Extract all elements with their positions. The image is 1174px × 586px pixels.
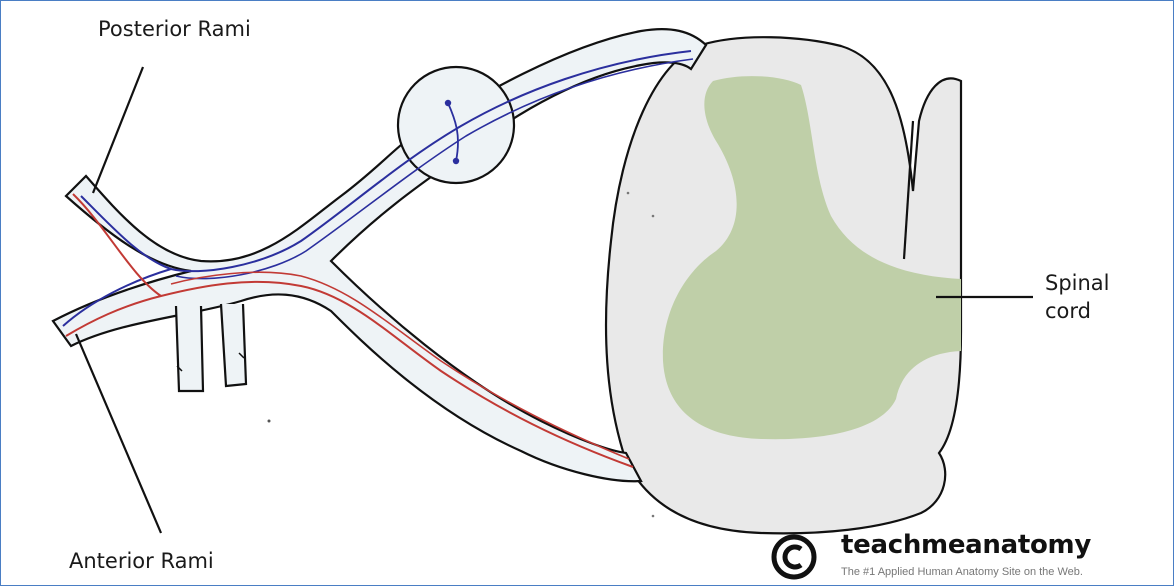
speck xyxy=(268,420,271,423)
posterior-rami-pointer xyxy=(93,67,143,193)
ramus-communicans-right xyxy=(221,304,246,386)
anterior-rami-label: Anterior Rami xyxy=(69,547,214,575)
brand-name: teachmeanatomy xyxy=(841,530,1091,560)
spinal-cord-label: Spinal cord xyxy=(1045,269,1110,326)
ganglion-dot-upper xyxy=(445,100,451,106)
teachmeanatomy-branding: teachmeanatomy The #1 Applied Human Anat… xyxy=(766,528,1166,584)
speck xyxy=(652,215,655,218)
spinal-cord-label-line2: cord xyxy=(1045,297,1110,325)
posterior-rami-label: Posterior Rami xyxy=(98,15,251,43)
brand-tagline: The #1 Applied Human Anatomy Site on the… xyxy=(841,566,1083,578)
ganglion-dot-lower xyxy=(453,158,459,164)
speck xyxy=(627,192,630,195)
ramus-communicans-left xyxy=(176,306,203,391)
speck xyxy=(652,515,655,518)
anterior-rami-pointer xyxy=(76,334,161,533)
nerve-trunk xyxy=(53,29,706,481)
copyright-icon xyxy=(771,534,817,580)
spinal-cord-label-line1: Spinal xyxy=(1045,269,1110,297)
